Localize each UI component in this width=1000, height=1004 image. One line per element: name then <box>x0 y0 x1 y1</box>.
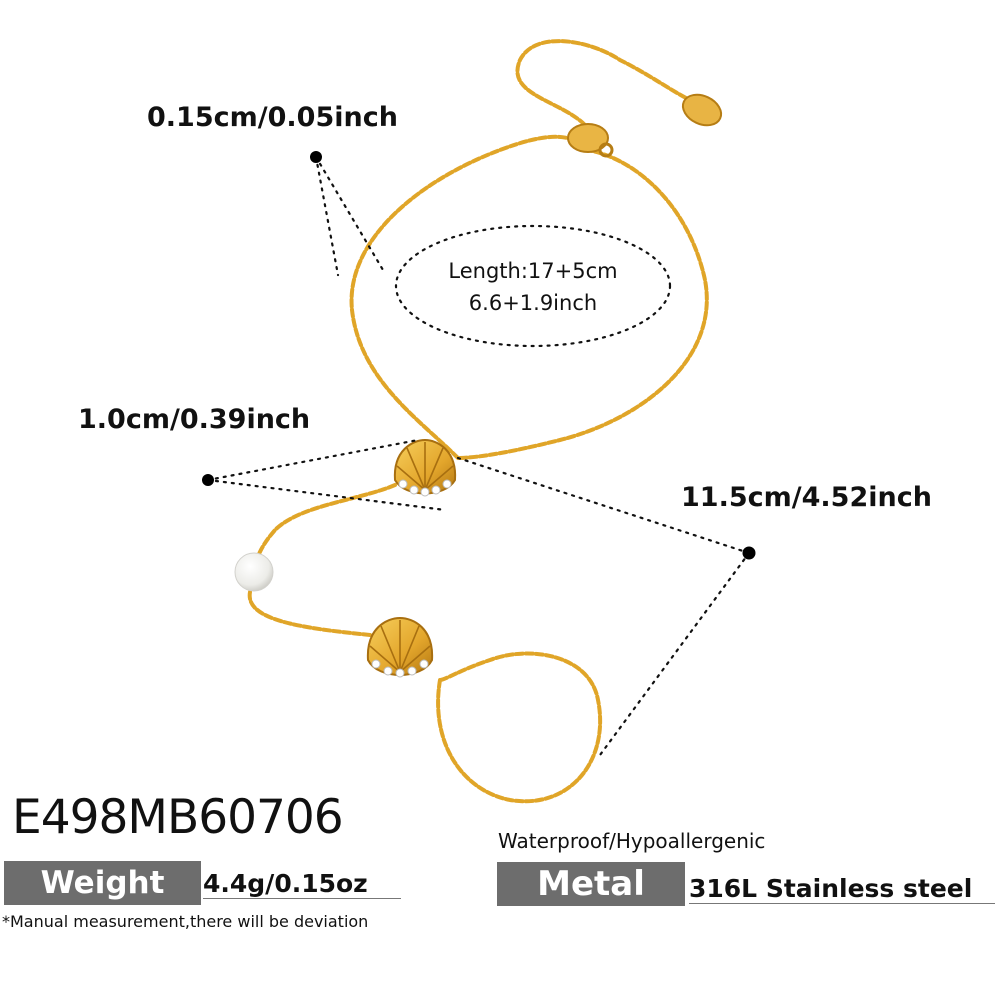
length-label-cm: Length:17+5cm <box>448 259 618 283</box>
disclaimer-text: *Manual measurement,there will be deviat… <box>2 912 369 931</box>
dot-ring-chain <box>742 546 756 560</box>
pearl-bead <box>234 552 274 592</box>
finger-ring-chain <box>436 651 603 804</box>
shell-charm-bottom <box>366 616 434 678</box>
features-text: Waterproof/Hypoallergenic <box>498 829 766 853</box>
measurement-dots <box>202 151 756 560</box>
ring-chain-label: 11.5cm/4.52inch <box>681 482 932 513</box>
extender-chain <box>515 39 692 127</box>
pearl-to-shell-chain <box>247 590 372 637</box>
length-ellipse <box>394 224 672 348</box>
dot-charm-size <box>202 474 214 486</box>
metal-label: Metal <box>497 862 685 906</box>
dot-chain-thickness <box>310 151 322 163</box>
shell-to-pearl-chain <box>253 483 397 567</box>
weight-value: 4.4g/0.15oz <box>203 869 401 899</box>
chain-thickness-label: 0.15cm/0.05inch <box>147 102 398 133</box>
charm-size-label: 1.0cm/0.39inch <box>78 404 311 435</box>
weight-label: Weight <box>4 861 201 905</box>
extender-tag <box>681 93 723 127</box>
metal-value: 316L Stainless steel <box>689 874 995 904</box>
length-label-inch: 6.6+1.9inch <box>468 291 598 315</box>
product-code: E498MB60706 <box>12 790 344 845</box>
shell-charm-top <box>393 438 457 497</box>
measurement-lines <box>206 155 751 757</box>
lobster-clasp <box>567 123 614 158</box>
